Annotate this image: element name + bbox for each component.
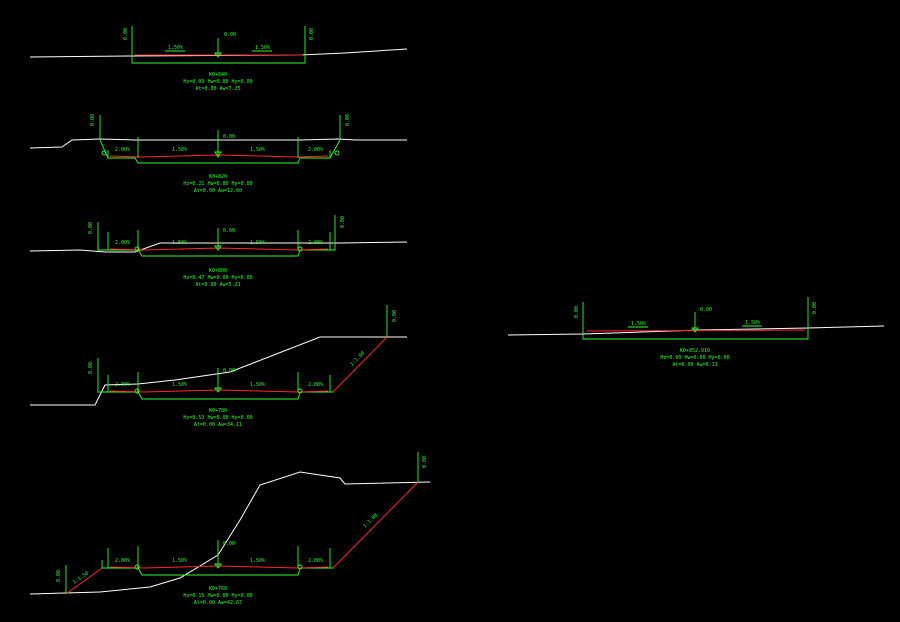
left-edge-label: 0.00 bbox=[90, 114, 96, 126]
cross-section-k0-840: 1.50% 1.50% 0.00 0.00 0.00 K0+840 Hz=0.0… bbox=[29, 26, 408, 92]
area-summary: At=0.00 Aw=5.21 bbox=[195, 282, 240, 288]
right-edge-label: 0.00 bbox=[392, 310, 398, 322]
cross-section-k0-800: 1.50% 1.50% 2.00% 2.00% 0.00 0.00 0.00 K… bbox=[29, 215, 408, 288]
center-elevation-label: 0.00 bbox=[223, 368, 235, 374]
ground-line bbox=[29, 241, 408, 253]
right-node-icon bbox=[334, 150, 340, 156]
station-label: K0+852.910 bbox=[680, 348, 710, 354]
centerline-marker-icon bbox=[214, 52, 222, 58]
height-summary: Hz=0.00 Hw=0.00 Hy=0.00 bbox=[660, 355, 729, 361]
right-node-icon bbox=[297, 388, 303, 394]
area-summary: At=0.00 Aw=34.11 bbox=[194, 422, 242, 428]
left-node-icon bbox=[134, 388, 140, 394]
center-elevation-label: 0.00 bbox=[223, 541, 235, 547]
station-label: K0+780 bbox=[209, 408, 227, 414]
height-summary: Hz=0.47 Hw=0.00 Hy=0.00 bbox=[183, 275, 252, 281]
left-node-icon bbox=[101, 150, 107, 156]
left-edge-label: 0.00 bbox=[574, 306, 580, 318]
right-node-icon bbox=[297, 246, 303, 252]
station-label: K0+800 bbox=[209, 268, 227, 274]
right-edge-label: 0.00 bbox=[422, 456, 428, 468]
area-summary: At=0.00 Aw=7.25 bbox=[195, 86, 240, 92]
right-side-slope-label: 2.00% bbox=[308, 240, 323, 246]
right-edge-label: 0.00 bbox=[812, 302, 818, 314]
left-node-icon bbox=[134, 246, 140, 252]
center-elevation-label: 0.00 bbox=[224, 32, 236, 38]
right-side-slope-label: 2.00% bbox=[308, 382, 323, 388]
centerline-marker-icon bbox=[214, 245, 222, 251]
cross-section-k0-760: 1.50% 1.50% 2.00% 2.00% 1:1.50 1:1.00 0.… bbox=[29, 452, 431, 606]
centerline-marker-icon bbox=[691, 327, 699, 333]
area-summary: At=0.00 Aw=42.67 bbox=[194, 600, 242, 606]
area-summary: At=0.00 Aw=0.13 bbox=[672, 362, 717, 368]
left-slope-label: 1.50% bbox=[168, 45, 183, 51]
cut-slope-ratio-label: 1:1.00 bbox=[362, 512, 379, 529]
left-side-slope-label: 2.00% bbox=[115, 240, 130, 246]
left-side-slope-label: 2.00% bbox=[115, 147, 130, 153]
right-node-icon bbox=[297, 564, 303, 570]
area-summary: At=0.00 Aw=12.60 bbox=[194, 188, 242, 194]
left-slope-label: 1.50% bbox=[172, 558, 187, 564]
height-summary: Hz=0.15 Hw=0.00 Hy=0.00 bbox=[183, 593, 252, 599]
left-edge-label: 0.00 bbox=[56, 570, 62, 582]
station-label: K0+840 bbox=[209, 72, 227, 78]
left-side-slope-label: 2.00% bbox=[115, 558, 130, 564]
station-label: K0+760 bbox=[209, 586, 227, 592]
centerline-marker-icon bbox=[214, 563, 222, 569]
left-slope-label: 1.50% bbox=[172, 147, 187, 153]
cut-slope-line bbox=[332, 481, 419, 569]
ground-line bbox=[30, 336, 407, 406]
right-edge-label: 0.00 bbox=[345, 114, 351, 126]
left-slope-label: 1.50% bbox=[631, 321, 646, 327]
left-node-icon bbox=[134, 564, 140, 570]
right-slope-label: 1.50% bbox=[250, 558, 265, 564]
road-outline bbox=[99, 139, 341, 164]
road-outline bbox=[131, 55, 306, 64]
cross-section-k0-820: 1.50% 1.50% 2.00% 2.00% 0.00 0.00 0.00 K… bbox=[29, 114, 407, 194]
left-side-slope-label: 2.00% bbox=[115, 382, 130, 388]
right-side-slope-label: 2.00% bbox=[308, 147, 323, 153]
height-summary: Hz=0.53 Hw=0.00 Hy=0.00 bbox=[183, 415, 252, 421]
left-edge-label: 0.00 bbox=[88, 222, 94, 234]
left-slope-label: 1.50% bbox=[172, 240, 187, 246]
right-edge-label: 0.00 bbox=[309, 28, 315, 40]
left-edge-label: 0.00 bbox=[123, 28, 129, 40]
right-slope-label: 1.50% bbox=[255, 45, 270, 51]
height-summary: Hz=0.00 Hw=0.00 Hy=0.00 bbox=[183, 79, 252, 85]
left-edge-label: 0.00 bbox=[88, 362, 94, 374]
cross-section-k0-780: 1.50% 1.50% 2.00% 2.00% 1:1.00 0.00 0.00… bbox=[30, 305, 407, 428]
right-slope-label: 1.50% bbox=[250, 382, 265, 388]
right-slope-label: 1.50% bbox=[745, 320, 760, 326]
right-slope-label: 1.50% bbox=[250, 240, 265, 246]
left-slope-label: 1.50% bbox=[172, 382, 187, 388]
road-outline bbox=[97, 243, 336, 257]
station-label: K0+820 bbox=[209, 174, 227, 180]
road-outline bbox=[582, 328, 809, 340]
fill-slope-line bbox=[65, 567, 103, 595]
cross-section-k0-852-910: 1.50% 1.50% 0.00 0.00 0.00 K0+852.910 Hz… bbox=[507, 297, 885, 368]
center-elevation-label: 0.00 bbox=[700, 307, 712, 313]
center-elevation-label: 0.00 bbox=[223, 228, 235, 234]
centerline-marker-icon bbox=[214, 387, 222, 393]
cut-slope-ratio-label: 1:1.00 bbox=[349, 350, 366, 367]
height-summary: Hz=0.21 Hw=0.00 Hy=0.00 bbox=[183, 181, 252, 187]
centerline-marker-icon bbox=[214, 151, 222, 158]
ground-line bbox=[29, 471, 431, 595]
ground-line bbox=[29, 138, 407, 149]
cut-slope-line bbox=[332, 336, 388, 393]
center-elevation-label: 0.00 bbox=[223, 134, 235, 140]
right-slope-label: 1.50% bbox=[250, 147, 265, 153]
right-edge-label: 0.00 bbox=[340, 216, 346, 228]
right-side-slope-label: 2.00% bbox=[308, 558, 323, 564]
